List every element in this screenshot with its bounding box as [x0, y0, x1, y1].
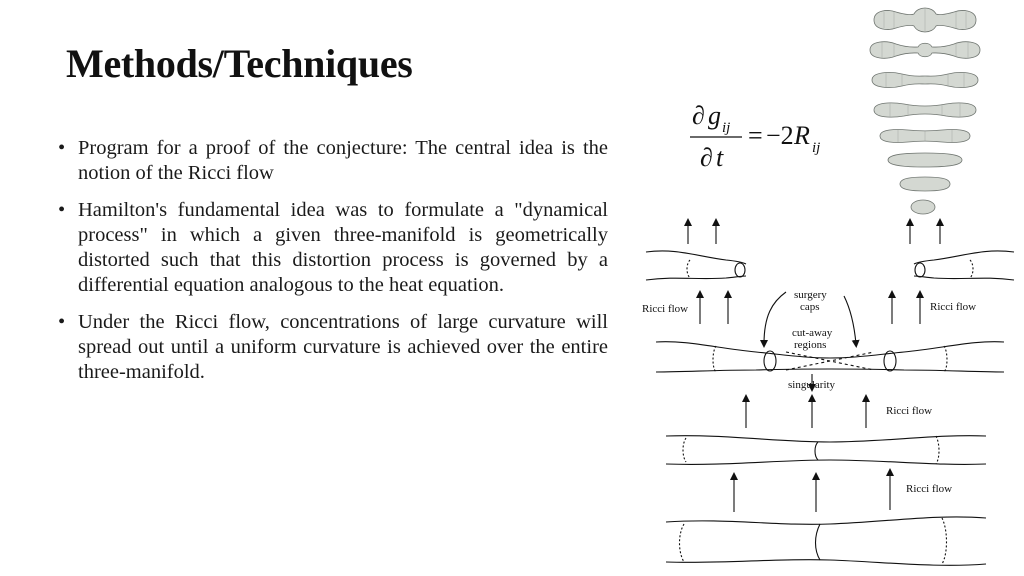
manifold-top-left: [645, 250, 747, 281]
bullet-dot: •: [58, 311, 66, 333]
eq-R: R: [793, 121, 810, 150]
bullet-dot: •: [58, 199, 66, 221]
label-ricci-flow-low: Ricci flow: [906, 483, 952, 495]
dumbbell-sequence-figure: [869, 7, 981, 215]
eq-partial-top: ∂: [692, 101, 705, 130]
bullet-text: Under the Ricci flow, concentrations of …: [78, 311, 608, 383]
slide-title: Methods/Techniques: [66, 41, 413, 86]
dumbbell-shape: [869, 41, 981, 59]
bullet-list: • Program for a proof of the conjecture:…: [58, 136, 608, 397]
label-ricci-flow-right: Ricci flow: [930, 301, 976, 313]
bullet-text: Hamilton's fundamental idea was to formu…: [78, 199, 608, 296]
eq-g: g: [708, 101, 721, 130]
label-ricci-flow-left: Ricci flow: [642, 303, 688, 315]
bullet-item: • Program for a proof of the conjecture:…: [58, 136, 608, 186]
manifold-neck: [655, 341, 1005, 359]
label-ricci-flow-mid: Ricci flow: [886, 405, 932, 417]
manifold-lower-1: [665, 435, 987, 465]
dumbbell-shape: [873, 102, 977, 118]
bullet-dot: •: [58, 137, 66, 159]
eq-partial-bottom: ∂: [700, 143, 713, 172]
label-regions: regions: [794, 339, 826, 351]
manifold-lower-2: [665, 516, 987, 566]
dumbbell-shape: [899, 176, 951, 192]
label-caps: caps: [800, 301, 820, 313]
eq-equals: =: [748, 121, 763, 150]
eq-minus-two: −2: [766, 121, 794, 150]
eq-subscript-ij-r: ij: [812, 140, 820, 156]
bullet-text: Program for a proof of the conjecture: T…: [78, 137, 608, 184]
ricci-flow-equation: ∂ g ij ∂ t = −2 R ij: [690, 101, 820, 172]
dumbbell-shape: [871, 72, 979, 88]
eq-t: t: [716, 143, 724, 172]
label-singularity: singularity: [788, 379, 836, 391]
ricci-flow-surgery-diagram: Ricci flow Ricci flow Ricci flow Ricci f…: [642, 218, 1015, 566]
dumbbell-shape: [910, 199, 936, 215]
label-cut-away: cut-away: [792, 327, 833, 339]
label-surgery: surgery: [794, 289, 827, 301]
manifold-top-right: [913, 250, 1015, 281]
bullet-item: • Hamilton's fundamental idea was to for…: [58, 198, 608, 298]
dumbbell-shape: [887, 152, 963, 168]
eq-subscript-ij: ij: [722, 120, 730, 136]
bullet-item: • Under the Ricci flow, concentrations o…: [58, 310, 608, 385]
